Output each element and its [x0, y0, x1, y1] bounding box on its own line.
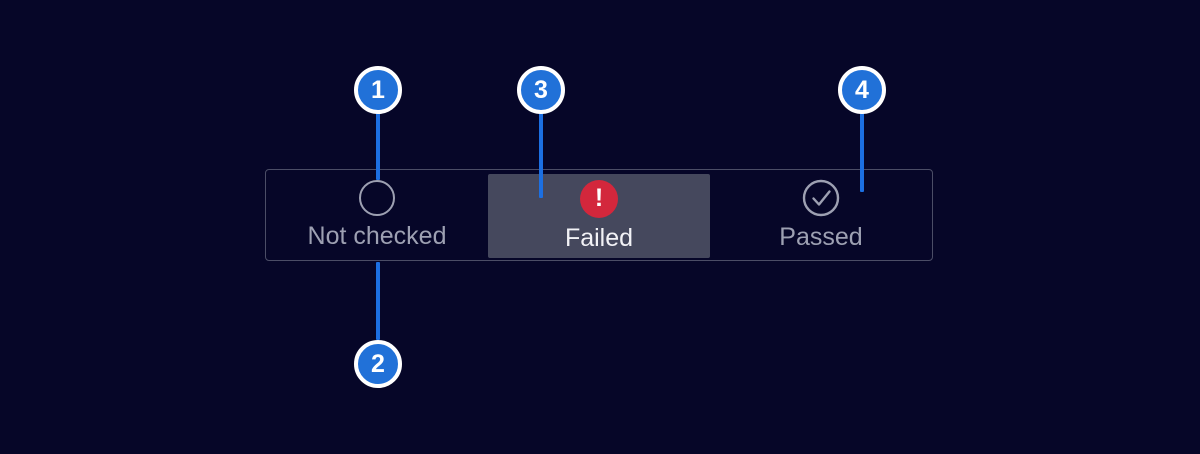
callout-number: 2: [371, 349, 385, 378]
callout-number: 4: [855, 75, 869, 104]
check-circle-icon: [802, 179, 840, 216]
callout-number: 3: [534, 75, 548, 104]
callout-badge-4: 4: [838, 66, 886, 114]
segment-label: Passed: [779, 222, 863, 251]
circle-outline-icon: [359, 179, 395, 216]
segment-not-checked[interactable]: Not checked: [266, 170, 488, 260]
callout-1-connector-line: [376, 112, 380, 180]
callout-badge-2: 2: [354, 340, 402, 388]
callout-badge-3: 3: [517, 66, 565, 114]
callout-4-connector-line: [860, 112, 864, 192]
callout-number: 1: [371, 75, 385, 104]
segment-label: Failed: [564, 223, 634, 252]
exclamation-glyph: !: [594, 184, 604, 212]
check-status-bar: Not checked ! Failed Passed: [265, 169, 933, 261]
callout-2-connector-line: [376, 262, 380, 340]
error-exclamation-icon: !: [580, 179, 618, 218]
callout-badge-1: 1: [354, 66, 402, 114]
segment-failed[interactable]: ! Failed: [488, 174, 710, 258]
callout-3-connector-line: [539, 112, 543, 198]
segment-passed[interactable]: Passed: [710, 170, 932, 260]
segment-label: Not checked: [307, 221, 447, 250]
